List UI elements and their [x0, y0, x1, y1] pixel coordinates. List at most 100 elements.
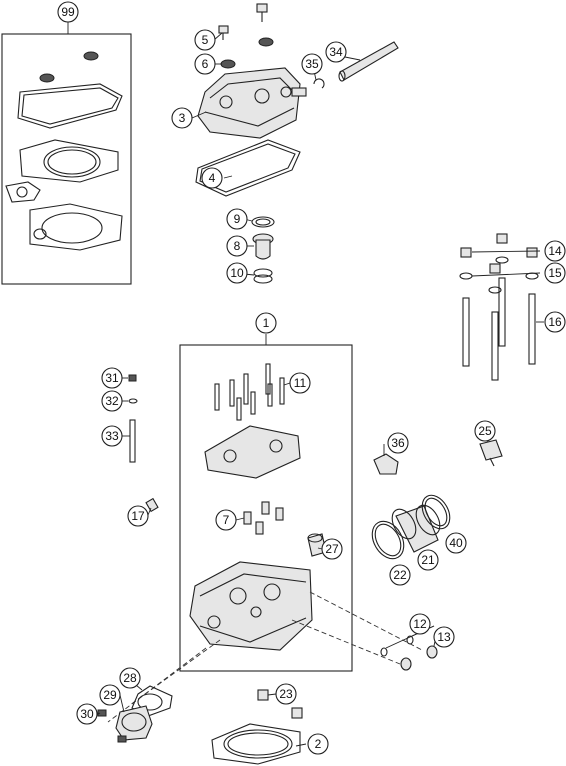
screw-plug [400, 657, 412, 671]
callout-label-36: 36 [391, 436, 405, 450]
valve-cover-gasket [21, 87, 119, 125]
callout-12: 12 [409, 613, 431, 635]
callout-27: 27 [321, 538, 343, 560]
callout-11: 11 [289, 372, 311, 394]
gasket-kit-group [1, 22, 132, 285]
stud [528, 293, 536, 365]
callout-2: 2 [307, 733, 329, 755]
cylinder-head-gasket [47, 149, 97, 175]
hose-clamp [371, 520, 405, 560]
callout-7: 7 [215, 509, 237, 531]
callout-label-14: 14 [548, 244, 562, 258]
callout-label-13: 13 [437, 630, 451, 644]
callout-label-4: 4 [209, 171, 216, 185]
intake-boot-group [371, 494, 451, 560]
spark-plug-seal-group [251, 216, 275, 284]
callout-31: 31 [101, 367, 123, 389]
stud [462, 297, 470, 367]
callout-23: 23 [275, 683, 297, 705]
valve-cover-bolt [256, 3, 268, 13]
callout-6: 6 [194, 53, 216, 75]
callout-label-12: 12 [413, 617, 427, 631]
callout-label-35: 35 [305, 57, 319, 71]
callout-label-8: 8 [234, 239, 241, 253]
callout-label-32: 32 [105, 394, 119, 408]
callout-32: 32 [101, 390, 123, 412]
callout-label-3: 3 [179, 111, 186, 125]
callout-29: 29 [99, 684, 121, 706]
callout-17: 17 [127, 505, 149, 527]
callout-label-5: 5 [202, 33, 209, 47]
breather-hose [339, 41, 399, 81]
callout-label-31: 31 [105, 371, 119, 385]
hose-clamp [421, 494, 451, 530]
callout-label-6: 6 [202, 57, 209, 71]
screw-plug [426, 645, 438, 659]
temperature-sensor [145, 497, 159, 513]
callout-label-40: 40 [449, 536, 463, 550]
callout-16: 16 [544, 311, 566, 333]
left-stud-group [128, 374, 159, 513]
studs-group [459, 233, 539, 381]
cylinder-base-gasket [41, 212, 103, 244]
callout-label-33: 33 [105, 429, 119, 443]
callout-25: 25 [474, 420, 496, 442]
cylinder-head-gasket [19, 139, 119, 183]
callout-14: 14 [544, 240, 566, 262]
sensor [479, 439, 503, 461]
callout-8: 8 [226, 235, 248, 257]
callout-label-25: 25 [478, 424, 492, 438]
callout-22: 22 [389, 564, 411, 586]
o-ring [253, 268, 273, 278]
intake-flange-group [97, 685, 173, 743]
callout-30: 30 [76, 703, 98, 725]
callout-label-9: 9 [234, 212, 241, 226]
gasket-kit-frame [1, 33, 132, 285]
valve-cover-gasket [17, 83, 123, 129]
callout-label-7: 7 [223, 513, 230, 527]
callout-label-1: 1 [263, 316, 270, 330]
flange-gasket [131, 685, 173, 717]
callout-label-27: 27 [325, 542, 339, 556]
intake-flange [115, 705, 153, 741]
callout-13: 13 [433, 626, 455, 648]
callout-5: 5 [194, 29, 216, 51]
stud [129, 419, 136, 463]
cylinder-base-gasket [29, 203, 123, 251]
valve-cover-gasket [195, 139, 301, 197]
right-parts-group [307, 439, 503, 557]
stud [498, 277, 506, 347]
sensor-bracket [373, 453, 399, 475]
callout-label-30: 30 [80, 707, 94, 721]
callout-10: 10 [226, 262, 248, 284]
stud [491, 311, 499, 381]
callout-label-23: 23 [279, 687, 293, 701]
callout-40: 40 [445, 532, 467, 554]
rubber-seal [220, 59, 236, 69]
cylinder-head-group [107, 334, 423, 723]
valve-cover-group [195, 3, 399, 197]
o-ring [251, 216, 275, 228]
callout-label-17: 17 [131, 509, 145, 523]
hose-clamp [313, 78, 325, 89]
callout-34: 34 [325, 41, 347, 63]
dowel-pin [291, 707, 303, 719]
callout-4: 4 [201, 167, 223, 189]
callout-label-2: 2 [315, 737, 322, 751]
callout-label-15: 15 [548, 266, 562, 280]
callout-36: 36 [387, 432, 409, 454]
callout-label-28: 28 [123, 671, 137, 685]
callout-label-10: 10 [230, 266, 244, 280]
valve-stem-seals [243, 501, 284, 535]
callout-label-21: 21 [421, 553, 435, 567]
callout-21: 21 [417, 549, 439, 571]
cylinder-head-gasket [43, 146, 101, 178]
cylinder-head-gasket [211, 723, 301, 765]
callouts: 99 5 6 3 4 34 35 9 8 10 14 15 16 1 11 31… [57, 1, 566, 755]
callout-label-16: 16 [548, 315, 562, 329]
valve-cover-seal [83, 51, 99, 61]
callout-label-11: 11 [294, 376, 307, 390]
rubber-seal [258, 37, 274, 47]
callout-label-29: 29 [103, 688, 117, 702]
